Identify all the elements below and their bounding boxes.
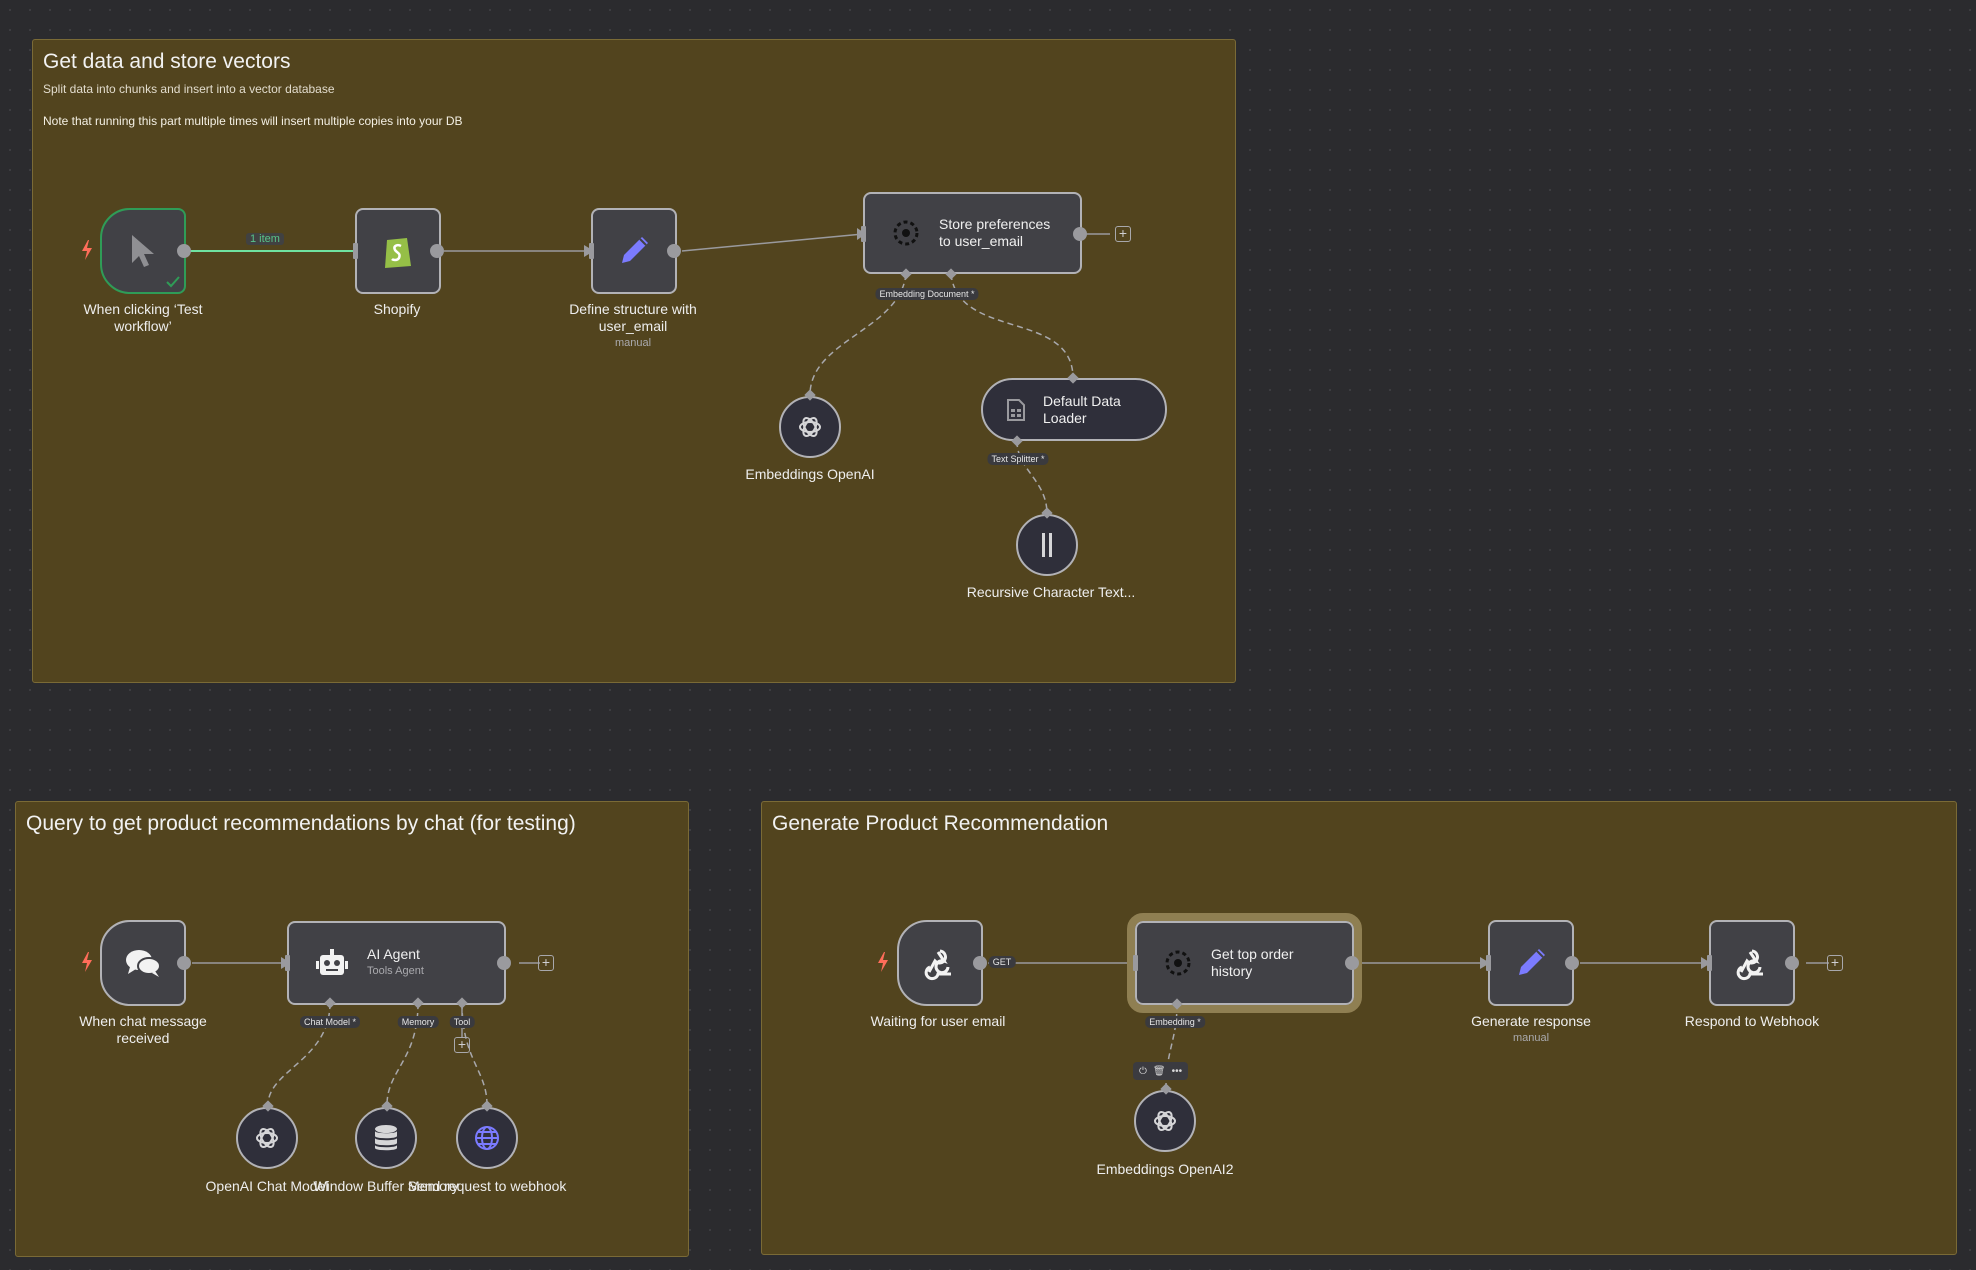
- output-handle[interactable]: [1073, 227, 1087, 241]
- trigger-bolt-icon: [82, 240, 92, 260]
- sticky-title: Get data and store vectors: [43, 50, 291, 73]
- node-toolbar: ⏻ 🗑 •••: [1133, 1062, 1189, 1080]
- openai-icon: [256, 1127, 278, 1149]
- connection-label: Tool: [449, 1016, 475, 1028]
- connection-label: Embedding Document *: [875, 288, 979, 300]
- sticky-text-line2: Note that running this part multiple tim…: [43, 114, 463, 128]
- node-shopify[interactable]: [355, 208, 441, 294]
- cursor-icon: [132, 235, 154, 267]
- node-label: When chat message received: [79, 1013, 207, 1046]
- node-label: Send request to webhook: [407, 1178, 567, 1194]
- openai-icon: [799, 416, 821, 438]
- node-label: Shopify: [373, 301, 421, 317]
- node-label: Embeddings OpenAI2: [1096, 1161, 1234, 1177]
- node-recursive-text-splitter[interactable]: [1016, 514, 1078, 576]
- items-count-label: 1 item: [246, 233, 284, 245]
- success-check-icon: [166, 276, 180, 288]
- chat-icon: [126, 950, 161, 977]
- node-default-data-loader[interactable]: Default Data Loader: [981, 378, 1167, 441]
- node-get-top-order-history[interactable]: Get top order history: [1127, 913, 1362, 1013]
- output-handle[interactable]: [667, 244, 681, 258]
- trash-icon[interactable]: 🗑: [1152, 1065, 1166, 1077]
- output-handle[interactable]: [973, 956, 987, 970]
- node-label: Window Buffer Memory: [313, 1178, 459, 1194]
- node-label: Waiting for user email: [870, 1013, 1006, 1029]
- database-icon: [375, 1125, 397, 1151]
- openai-icon: [1154, 1110, 1176, 1132]
- node-send-request[interactable]: [456, 1107, 518, 1169]
- sticky-title: Query to get product recommendations by …: [26, 812, 576, 835]
- node-define-structure[interactable]: [591, 208, 677, 294]
- more-icon[interactable]: •••: [1171, 1065, 1183, 1077]
- input-handle[interactable]: [1133, 955, 1138, 971]
- output-handle[interactable]: [1785, 956, 1799, 970]
- node-label: Embeddings OpenAI: [745, 466, 875, 482]
- node-embeddings-openai[interactable]: [779, 396, 841, 458]
- sticky-note-query-chat[interactable]: Query to get product recommendations by …: [15, 801, 689, 1257]
- output-handle[interactable]: [177, 244, 191, 258]
- power-icon[interactable]: ⏻: [1139, 1065, 1147, 1077]
- sticky-title: Generate Product Recommendation: [772, 812, 1109, 835]
- sticky-note-generate-recommendation[interactable]: Generate Product Recommendation: [761, 801, 1957, 1255]
- node-openai-chat-model[interactable]: [236, 1107, 298, 1169]
- output-handle[interactable]: [1345, 956, 1359, 970]
- vector-store-icon: [1165, 950, 1191, 976]
- trigger-bolt-icon: [878, 952, 888, 972]
- input-handle[interactable]: [589, 243, 594, 259]
- output-handle[interactable]: [430, 244, 444, 258]
- node-manual-trigger[interactable]: [100, 208, 186, 294]
- input-handle[interactable]: [861, 226, 866, 242]
- sticky-note-get-data[interactable]: Get data and store vectors Split data in…: [32, 39, 1236, 683]
- node-title: Store preferences to user_email: [939, 216, 1051, 249]
- trigger-bolt-icon: [82, 952, 92, 972]
- input-handle[interactable]: [1707, 955, 1712, 971]
- add-node-button[interactable]: +: [1115, 226, 1131, 242]
- node-title: Default Data Loader: [1043, 392, 1121, 426]
- connection-label: Embedding *: [1145, 1016, 1205, 1028]
- node-label: OpenAI Chat Model: [205, 1178, 329, 1194]
- pencil-icon: [622, 237, 648, 263]
- globe-icon: [475, 1126, 499, 1150]
- node-generate-response[interactable]: [1488, 920, 1574, 1006]
- webhook-icon: [924, 949, 951, 981]
- connection-label: Text Splitter *: [987, 453, 1049, 465]
- output-handle[interactable]: [1565, 956, 1579, 970]
- node-title: Get top order history: [1211, 946, 1294, 979]
- node-label: When clicking ‘Test workflow’: [83, 301, 203, 334]
- webhook-icon: [1736, 949, 1763, 981]
- connection-label: Chat Model *: [299, 1016, 361, 1028]
- input-handle[interactable]: [285, 955, 290, 971]
- node-store-preferences[interactable]: Store preferences to user_email: [863, 192, 1082, 274]
- document-icon: [1007, 398, 1025, 421]
- node-webhook-trigger[interactable]: [897, 920, 983, 1006]
- add-tool-button[interactable]: +: [454, 1037, 470, 1053]
- input-handle[interactable]: [1486, 955, 1491, 971]
- input-handle[interactable]: [353, 243, 358, 259]
- connection-label: Memory: [397, 1016, 439, 1028]
- output-handle[interactable]: [177, 956, 191, 970]
- pencil-icon: [1519, 949, 1545, 975]
- node-chat-trigger[interactable]: [100, 920, 186, 1006]
- sticky-text-line1: Split data into chunks and insert into a…: [43, 82, 335, 96]
- add-node-button[interactable]: +: [1827, 955, 1843, 971]
- robot-icon: [316, 949, 348, 975]
- method-label: GET: [988, 956, 1016, 968]
- node-window-buffer-memory[interactable]: [355, 1107, 417, 1169]
- node-embeddings-openai2[interactable]: [1134, 1090, 1196, 1152]
- text-splitter-icon: [1042, 533, 1052, 557]
- node-label: Respond to Webhook: [1684, 1013, 1820, 1029]
- vector-store-icon: [893, 220, 919, 246]
- shopify-icon: [385, 238, 411, 268]
- node-respond-to-webhook[interactable]: [1709, 920, 1795, 1006]
- output-handle[interactable]: [497, 956, 511, 970]
- add-node-button[interactable]: +: [538, 955, 554, 971]
- node-label: Recursive Character Text...: [966, 584, 1136, 600]
